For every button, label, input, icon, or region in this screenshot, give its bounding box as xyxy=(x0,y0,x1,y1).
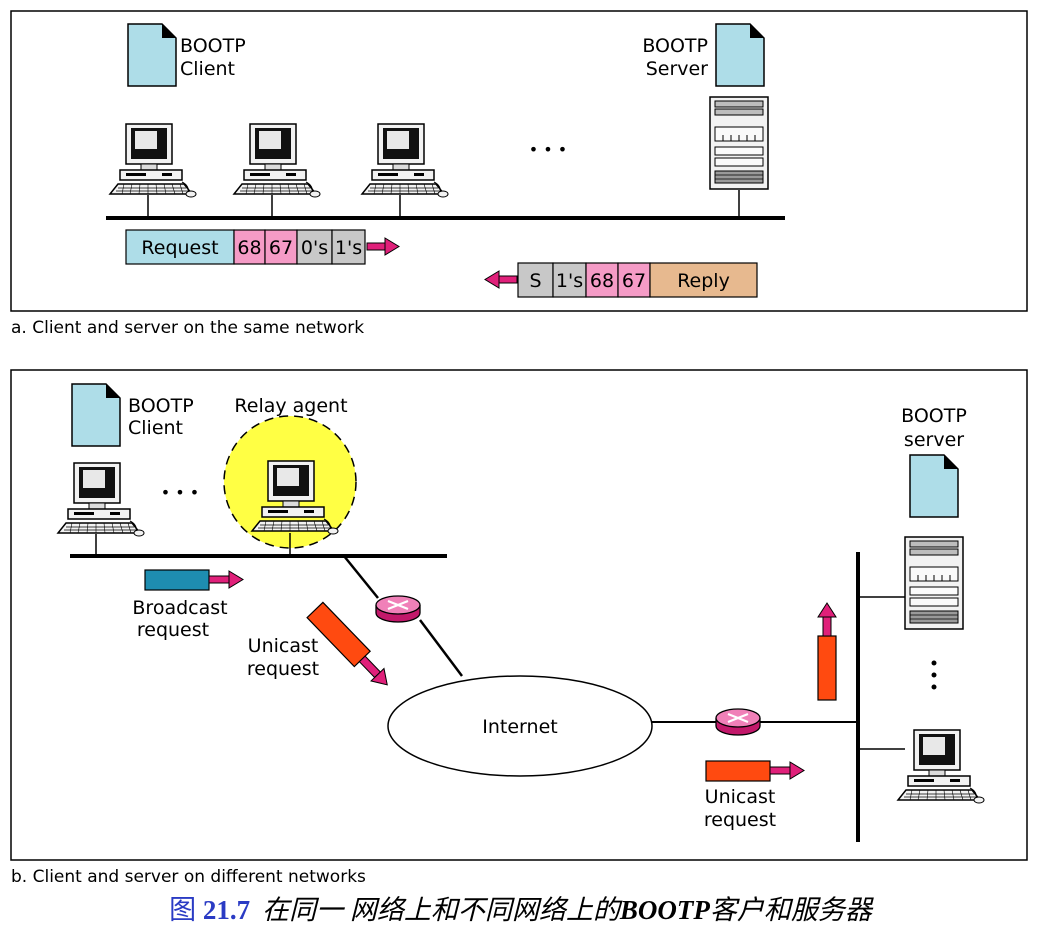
bootp-client-document-icon xyxy=(127,23,177,87)
server-tower-icon xyxy=(904,536,964,630)
panel-a-caption: a. Client and server on the same network xyxy=(11,318,364,338)
relay-agent-label: Relay agent xyxy=(234,395,347,417)
reply-direction-arrow-icon xyxy=(484,270,518,289)
link-lan-to-router xyxy=(343,555,379,599)
reply-packet xyxy=(517,262,758,298)
broadcast-request-label-line2: request xyxy=(137,619,209,641)
bootp-server-document-icon xyxy=(909,454,959,518)
request-direction-arrow-icon xyxy=(366,237,400,256)
reply-src-port: 68 xyxy=(590,270,614,292)
request-src-addr: 0's xyxy=(301,237,328,259)
client-computer-icon xyxy=(109,123,197,198)
unicast-request-1-label-line2: request xyxy=(247,658,319,680)
request-dst-port: 67 xyxy=(269,237,293,259)
reply-dst-addr: 1's xyxy=(556,270,583,292)
unicast-packet-vertical xyxy=(817,635,837,701)
request-src-port: 68 xyxy=(237,237,261,259)
bootp-client-label-line1: BOOTP xyxy=(180,35,246,57)
bootp-client-label-line2: Client xyxy=(180,58,235,80)
bootp-server-label-line1: BOOTP xyxy=(642,35,708,57)
request-packet-label: Request xyxy=(141,237,218,259)
unicast-request-2-label-line2: request xyxy=(704,809,776,831)
bootp-server-label-line1: BOOTP xyxy=(901,405,967,427)
client-computer-icon xyxy=(57,462,145,537)
unicast-packet-horizontal xyxy=(705,760,771,782)
vertical-ellipsis xyxy=(931,660,937,690)
bootp-server-document-icon xyxy=(715,23,765,87)
request-packet xyxy=(125,229,366,265)
hosts-ellipsis: • • • xyxy=(161,483,199,502)
reply-src-addr: S xyxy=(529,270,541,292)
figure-caption-bold: BOOTP xyxy=(619,895,710,925)
panel-b-caption: b. Client and server on different networ… xyxy=(11,867,366,887)
internet-cloud xyxy=(387,675,653,777)
request-dst-addr: 1's xyxy=(335,237,362,259)
host-computer-icon xyxy=(233,123,321,198)
reply-dst-port: 67 xyxy=(622,270,646,292)
panel-a-frame xyxy=(10,10,1028,312)
broadcast-request-label-line1: Broadcast xyxy=(132,597,227,619)
unicast-up-arrow-icon xyxy=(817,602,837,637)
bootp-client-label-line2: Client xyxy=(128,417,183,439)
panel-b-frame xyxy=(10,369,1028,861)
router-icon xyxy=(714,707,762,737)
reply-packet-label: Reply xyxy=(677,270,730,292)
router-icon xyxy=(374,594,422,624)
figure-caption-text: 在同一 网络上和不同网络上的 xyxy=(262,895,620,925)
server-tower-icon xyxy=(709,96,769,190)
unicast-request-2-label-line1: Unicast xyxy=(705,786,776,808)
server-side-host-computer-icon xyxy=(897,729,985,804)
bootp-server-label-line2: Server xyxy=(646,58,708,80)
figure-caption-prefix: 图 xyxy=(169,895,197,925)
figure-caption-text-end: 客户和服务器 xyxy=(709,895,872,925)
unicast-forward-arrow-icon xyxy=(769,761,805,780)
internet-label: Internet xyxy=(482,716,557,738)
bootp-client-document-icon xyxy=(71,383,121,447)
link-router-to-internet xyxy=(419,619,463,677)
figure-number: 21.7 xyxy=(202,895,251,925)
host-computer-icon xyxy=(361,123,449,198)
unicast-request-1-label-line1: Unicast xyxy=(248,635,319,657)
broadcast-arrow-icon xyxy=(208,570,244,589)
bootp-server-label-line2: server xyxy=(904,429,964,451)
figure-caption: 图 21.7 在同一 网络上和不同网络上的BOOTP客户和服务器 xyxy=(0,888,1041,927)
bootp-client-label-line1: BOOTP xyxy=(128,395,194,417)
broadcast-packet xyxy=(144,569,210,591)
unicast-packet-diagonal xyxy=(306,601,388,686)
hosts-ellipsis: • • • xyxy=(529,140,567,159)
